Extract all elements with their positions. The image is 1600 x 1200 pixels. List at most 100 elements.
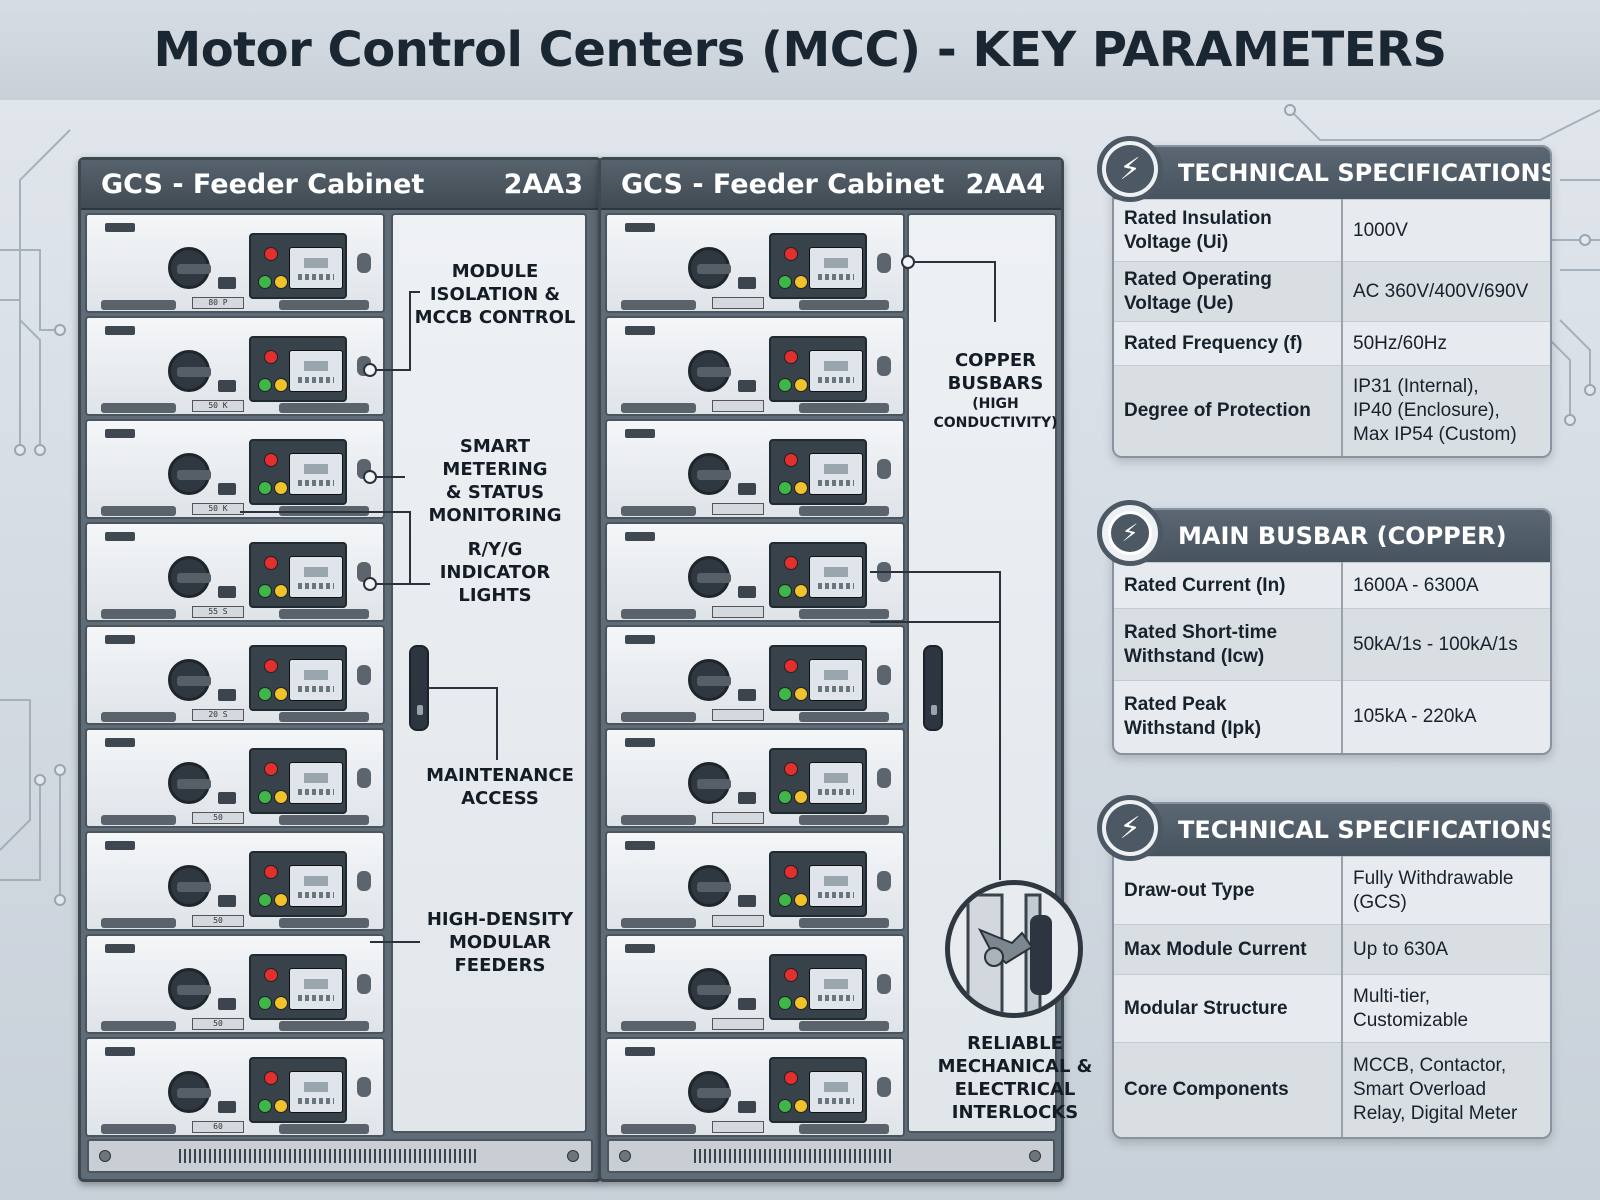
door-handle-icon[interactable] (409, 645, 429, 731)
feeder-module[interactable] (605, 213, 905, 313)
module-latch-icon[interactable] (357, 1077, 371, 1097)
feeder-module[interactable]: 60 (85, 1037, 385, 1137)
rotary-handle-icon[interactable] (168, 247, 211, 289)
module-rail (799, 506, 889, 516)
digital-meter-display (809, 762, 863, 804)
module-rail (101, 609, 176, 619)
module-rail (279, 1021, 369, 1031)
module-latch-icon[interactable] (357, 253, 371, 273)
vent-grille (179, 1149, 479, 1163)
aux-switch-icon (218, 895, 236, 907)
feeder-module[interactable]: 55 S (85, 522, 385, 622)
rotary-handle-icon[interactable] (168, 659, 211, 701)
aux-switch-icon (218, 483, 236, 495)
feeder-module[interactable]: 50 (85, 831, 385, 931)
rotary-handle-icon[interactable] (168, 968, 211, 1010)
rotary-handle-icon[interactable] (688, 1071, 731, 1113)
module-rail (799, 300, 889, 310)
card-title: TECHNICAL SPECIFICATIONS (1114, 147, 1550, 199)
feeder-module[interactable]: 50 K (85, 419, 385, 519)
metering-panel (249, 954, 347, 1020)
rotary-handle-icon[interactable] (168, 453, 211, 495)
rotary-handle-icon[interactable] (168, 762, 211, 804)
feeder-cabinet-2aa3: GCS - Feeder Cabinet 2AA3 80 P (78, 157, 602, 1182)
module-rail (621, 712, 696, 722)
module-latch-icon[interactable] (877, 974, 891, 994)
module-rail (101, 1124, 176, 1134)
feeder-module[interactable] (605, 419, 905, 519)
spec-table: Rated Insulation Voltage (Ui)1000V Rated… (1114, 199, 1550, 456)
module-tag (105, 1047, 135, 1056)
yellow-indicator-icon (794, 996, 808, 1010)
module-latch-icon[interactable] (877, 459, 891, 479)
module-latch-icon[interactable] (877, 562, 891, 582)
rotary-handle-icon[interactable] (688, 556, 731, 598)
feeder-module[interactable]: 50 (85, 934, 385, 1034)
spec-value: AC 360V/400V/690V (1342, 261, 1550, 322)
module-latch-icon[interactable] (877, 665, 891, 685)
spec-value: 105kA - 220kA (1342, 680, 1550, 753)
interlock-zoom-icon (945, 880, 1083, 1018)
door-handle-icon[interactable] (923, 645, 943, 731)
module-rail (621, 609, 696, 619)
callout-smart-metering: SMART METERING & STATUS MONITORING (428, 436, 562, 526)
spec-key: Modular Structure (1114, 974, 1343, 1043)
card-title: MAIN BUSBAR (COPPER) (1114, 510, 1550, 562)
module-rail (621, 1124, 696, 1134)
metering-panel (249, 748, 347, 814)
module-rail (101, 300, 176, 310)
feeder-module[interactable]: 20 S (85, 625, 385, 725)
module-latch-icon[interactable] (877, 871, 891, 891)
feeder-module[interactable] (605, 316, 905, 416)
feeder-module[interactable]: 50 K (85, 316, 385, 416)
module-latch-icon[interactable] (357, 871, 371, 891)
feeder-module[interactable] (605, 934, 905, 1034)
module-rail (279, 1124, 369, 1134)
rotary-handle-icon[interactable] (688, 865, 731, 907)
module-latch-icon[interactable] (357, 356, 371, 376)
red-indicator-icon (264, 865, 278, 879)
rotary-handle-icon[interactable] (168, 350, 211, 392)
page-title: Motor Control Centers (MCC) - KEY PARAME… (153, 22, 1447, 78)
rotary-handle-icon[interactable] (168, 865, 211, 907)
table-row: Rated Operating Voltage (Ue)AC 360V/400V… (1114, 261, 1550, 322)
feeder-module[interactable] (605, 625, 905, 725)
module-rail (279, 403, 369, 413)
feeder-module[interactable] (605, 522, 905, 622)
module-rail (799, 712, 889, 722)
rotary-handle-icon[interactable] (168, 1071, 211, 1113)
metering-panel (769, 748, 867, 814)
aux-switch-icon (218, 1101, 236, 1113)
feeder-module[interactable]: 80 P (85, 213, 385, 313)
metering-panel (769, 233, 867, 299)
module-latch-icon[interactable] (877, 1077, 891, 1097)
module-latch-icon[interactable] (357, 459, 371, 479)
feeder-module[interactable]: 50 (85, 728, 385, 828)
feeder-module[interactable] (605, 831, 905, 931)
rotary-handle-icon[interactable] (688, 453, 731, 495)
module-latch-icon[interactable] (877, 356, 891, 376)
module-latch-icon[interactable] (357, 562, 371, 582)
feeder-module[interactable] (605, 1037, 905, 1137)
rotary-handle-icon[interactable] (688, 247, 731, 289)
rotary-handle-icon[interactable] (688, 350, 731, 392)
yellow-indicator-icon (794, 584, 808, 598)
module-latch-icon[interactable] (357, 974, 371, 994)
rotary-handle-icon[interactable] (168, 556, 211, 598)
rotary-handle-icon[interactable] (688, 762, 731, 804)
busbar-door[interactable] (391, 213, 587, 1133)
callout-interlocks: RELIABLE MECHANICAL & ELECTRICAL INTERLO… (937, 1033, 1093, 1123)
digital-meter-display (289, 968, 343, 1010)
module-rail (799, 609, 889, 619)
module-latch-icon[interactable] (877, 253, 891, 273)
rotary-handle-icon[interactable] (688, 659, 731, 701)
module-latch-icon[interactable] (357, 768, 371, 788)
module-latch-icon[interactable] (357, 665, 371, 685)
green-indicator-icon (258, 584, 272, 598)
feeder-module[interactable] (605, 728, 905, 828)
rotary-handle-icon[interactable] (688, 968, 731, 1010)
module-tag (625, 1047, 655, 1056)
module-latch-icon[interactable] (877, 768, 891, 788)
